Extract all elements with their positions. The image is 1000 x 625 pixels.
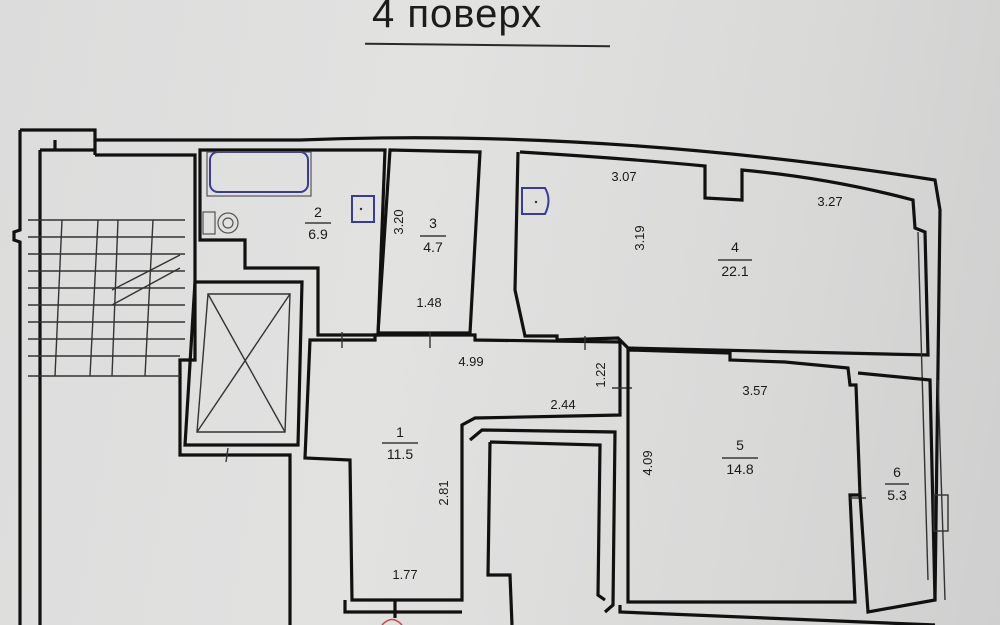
room-labels: 2 6.9 3 4.7 4 22.1 1 11.5 5 14.8 6 5.3 — [305, 204, 909, 503]
outer-walls — [12, 128, 942, 625]
room-3-number: 3 — [429, 215, 437, 231]
room-6 — [857, 371, 949, 614]
center-shaft — [468, 428, 617, 625]
dim-room5-width: 3.57 — [742, 383, 767, 398]
room-4 — [513, 150, 930, 581]
dim-room4-height: 3.19 — [632, 225, 647, 250]
dimension-labels: 3.20 1.48 3.07 3.27 3.19 4.99 1.22 2.44 … — [391, 169, 843, 582]
room-5-area: 14.8 — [726, 461, 753, 477]
toilet-icon — [202, 211, 239, 235]
sink-icon-room4 — [521, 187, 550, 215]
room-2-bathroom — [198, 148, 387, 337]
sink-icon — [351, 195, 375, 223]
room-1-hall — [303, 332, 632, 618]
bathtub-icon — [209, 151, 309, 193]
dim-room3-height: 3.20 — [391, 209, 406, 234]
elevator-shaft — [183, 280, 304, 463]
marker-circle — [381, 618, 403, 625]
room-5-number: 5 — [736, 437, 744, 453]
room-3 — [376, 148, 482, 335]
dim-corridor-width: 4.99 — [458, 354, 483, 369]
room-2-number: 2 — [314, 204, 322, 220]
dim-room1-height: 2.81 — [436, 480, 451, 505]
room-4-number: 4 — [731, 239, 739, 255]
room-6-number: 6 — [893, 464, 901, 480]
stairwell — [28, 153, 292, 625]
floor-title: 4 поверх — [372, 0, 543, 36]
room-1-area: 11.5 — [387, 446, 413, 462]
room-1-number: 1 — [396, 424, 404, 440]
dim-room3-width: 1.48 — [416, 295, 441, 310]
room-6-area: 5.3 — [887, 487, 907, 503]
room-5 — [626, 348, 866, 604]
room-3-area: 4.7 — [423, 239, 443, 255]
dim-corridor-depth: 1.22 — [593, 362, 608, 387]
dim-room4-top-left: 3.07 — [611, 169, 636, 184]
bottom-walls — [618, 605, 936, 625]
dim-room4-top-right: 3.27 — [817, 194, 842, 209]
dim-corridor-lower: 2.44 — [550, 397, 575, 412]
dim-room5-height: 4.09 — [640, 450, 655, 475]
dim-room1-width: 1.77 — [392, 567, 417, 582]
room-2-area: 6.9 — [308, 226, 328, 242]
room-4-area: 22.1 — [721, 263, 748, 279]
